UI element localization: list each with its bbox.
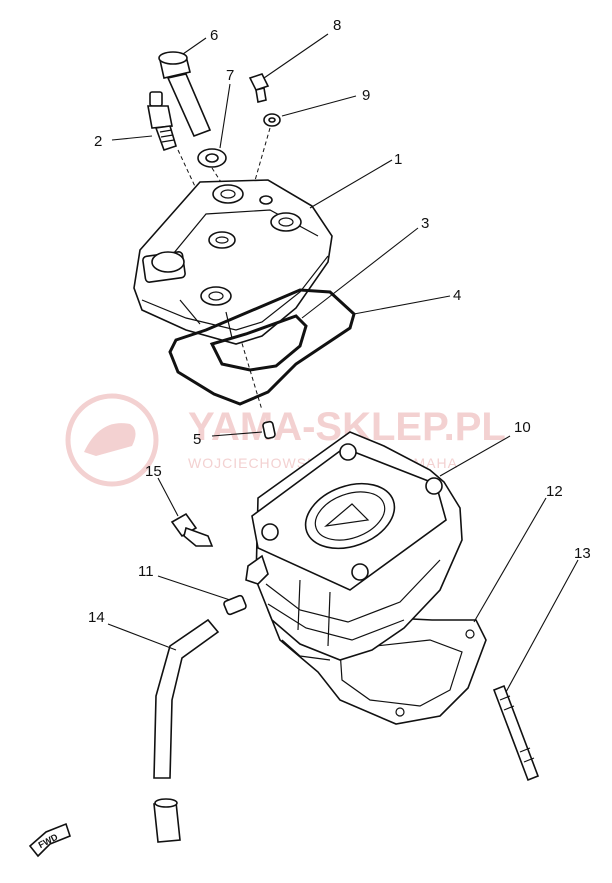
callout-3: 3 (301, 215, 429, 319)
callout-2-label: 2 (94, 133, 102, 150)
callout-5-label: 5 (193, 431, 201, 448)
part-4-head-gasket (168, 288, 356, 406)
callout-2: 2 (94, 133, 153, 150)
part-11-collar (223, 594, 247, 616)
callout-11-label: 11 (138, 563, 154, 580)
callout-8-label: 8 (333, 17, 341, 34)
part-5-dowel-pin (262, 420, 276, 440)
callout-9-label: 9 (362, 87, 370, 104)
callout-11: 11 (138, 563, 231, 601)
callout-9: 9 (281, 87, 370, 117)
fwd-arrow-icon: FWD (28, 822, 71, 858)
watermark-logo-icon (65, 393, 159, 487)
part-3-o-ring (209, 314, 308, 372)
watermark-logo-mark (84, 423, 136, 456)
callout-1: 1 (309, 151, 402, 209)
part-10-cylinder (245, 431, 463, 661)
callout-7: 7 (219, 67, 234, 149)
callout-3-label: 3 (421, 215, 429, 232)
callout-5: 5 (193, 431, 263, 448)
callout-13-label: 13 (574, 545, 591, 562)
callout-1-label: 1 (394, 151, 402, 168)
part-14-hose (153, 618, 220, 843)
callout-4: 4 (353, 287, 461, 315)
watermark: YAMA-SKLEP.PL WOJCIECHOWSKI DEALER YAMAH… (65, 393, 506, 487)
callout-8: 8 (263, 17, 341, 79)
part-6-bolt (158, 51, 212, 138)
callout-15: 15 (145, 463, 179, 517)
callout-10: 10 (439, 419, 531, 477)
callout-12: 12 (473, 483, 563, 623)
callout-6: 6 (182, 27, 218, 55)
part-15-screw (170, 512, 214, 547)
callout-13: 13 (505, 545, 591, 693)
part-7-washer (197, 148, 227, 168)
callout-7-label: 7 (226, 67, 234, 84)
callout-4-label: 4 (453, 287, 461, 304)
part-13-stud-bolt (492, 684, 540, 782)
part-8-small-bolt (248, 73, 270, 103)
part-2-spark-plug (147, 91, 177, 152)
callout-10-label: 10 (514, 419, 531, 436)
callout-15-label: 15 (145, 463, 162, 480)
callout-6-label: 6 (210, 27, 218, 44)
part-9-washer (263, 113, 281, 127)
part-1-cylinder-head (133, 179, 333, 345)
callout-12-label: 12 (546, 483, 563, 500)
callout-14-label: 14 (88, 609, 105, 626)
callout-14: 14 (88, 609, 177, 651)
